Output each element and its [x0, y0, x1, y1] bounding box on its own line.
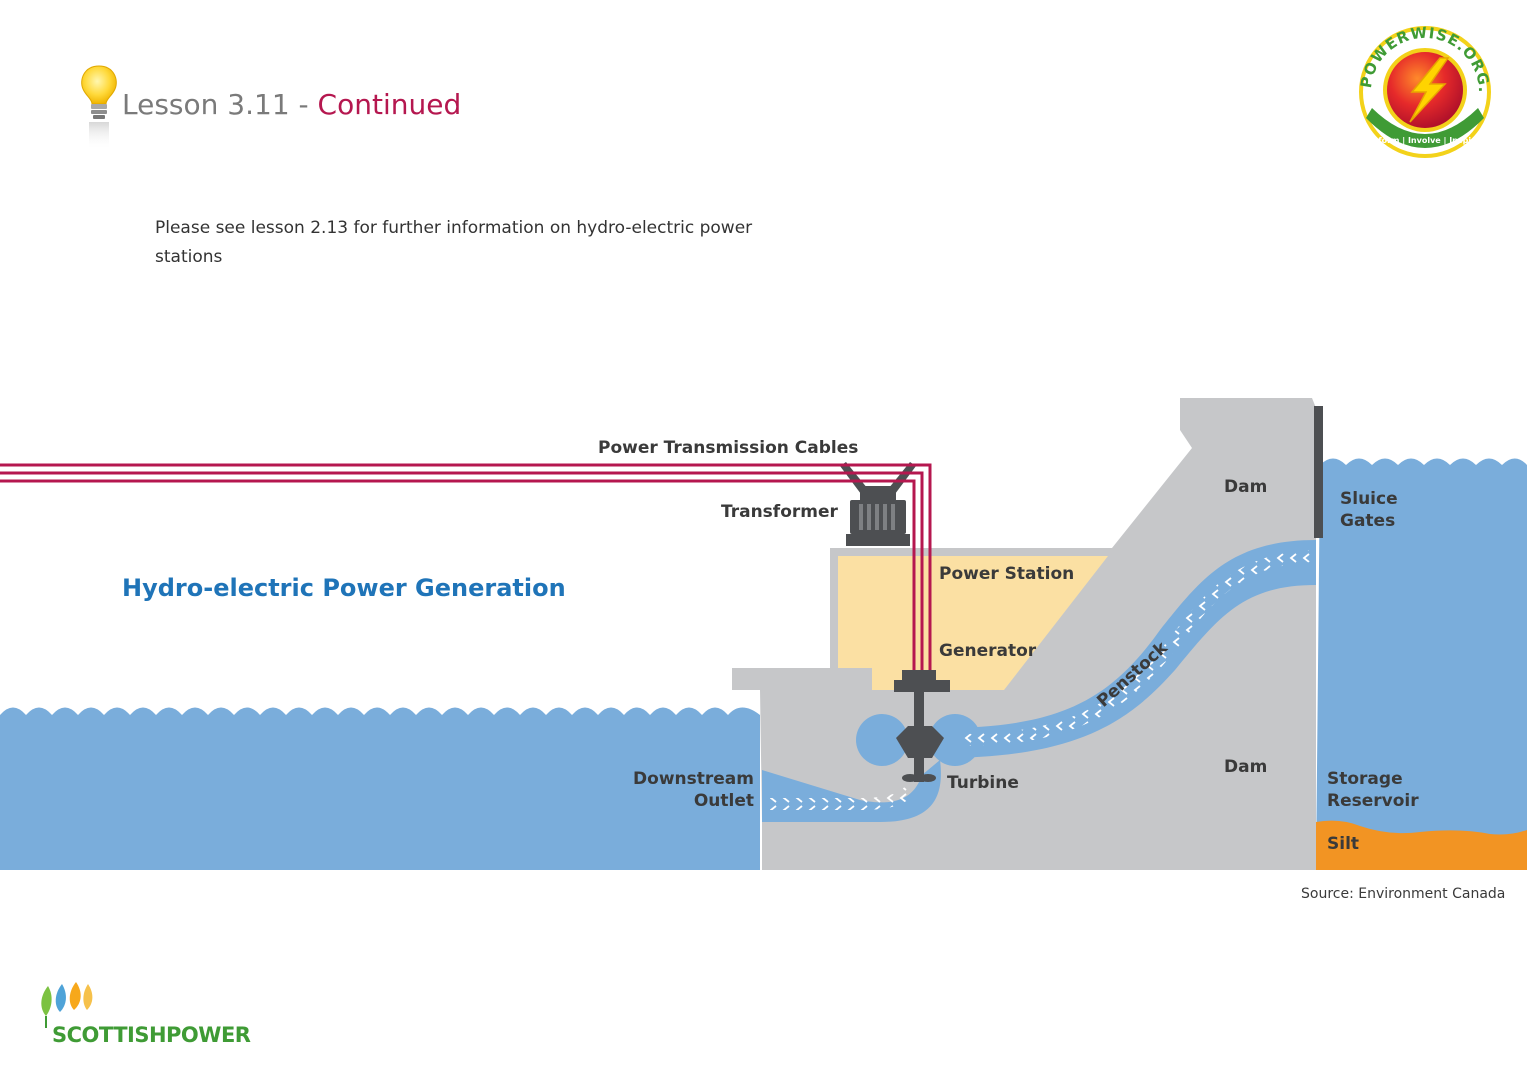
turbine-label: Turbine — [947, 773, 1019, 793]
power-cables-label: Power Transmission Cables — [598, 438, 859, 458]
power-station-label: Power Station — [939, 564, 1075, 584]
transformer-icon — [840, 462, 916, 546]
diagram-title: Hydro-electric Power Generation — [122, 574, 566, 602]
downstream-label-line1: Downstream — [633, 769, 754, 789]
sluice-gate — [1314, 406, 1323, 538]
page-title: Lesson 3.11 - Continued — [122, 88, 461, 121]
lightning-bolt-icon — [1409, 57, 1450, 123]
flame-leaves-icon — [41, 982, 93, 1028]
silt-layer — [1316, 820, 1527, 870]
storage-label-line1: Storage — [1327, 769, 1403, 789]
dam-label-top: Dam — [1224, 477, 1268, 497]
scottishpower-wordmark: SCOTTISHPOWER — [52, 1023, 251, 1047]
source-credit: Source: Environment Canada — [1301, 886, 1506, 902]
title-separator: - — [289, 88, 318, 121]
silt-label: Silt — [1327, 834, 1360, 854]
generator-label: Generator — [939, 641, 1037, 661]
power-station-block — [838, 556, 1108, 690]
sluice-label-line2: Gates — [1340, 511, 1396, 531]
transformer-label: Transformer — [721, 502, 838, 522]
lesson-number: Lesson 3.11 — [122, 88, 290, 121]
storage-label-line2: Reservoir — [1327, 791, 1419, 811]
sluice-label-line1: Sluice — [1340, 489, 1398, 509]
intro-text: Please see lesson 2.13 for further infor… — [155, 218, 753, 267]
downstream-water — [0, 707, 760, 870]
powerwise-tagline: Inform | Involve | Inspire — [1370, 136, 1482, 145]
storage-reservoir-water — [1316, 458, 1527, 870]
dam-label-bottom: Dam — [1224, 757, 1268, 777]
power-transmission-cables — [0, 463, 932, 670]
continued-label: Continued — [317, 88, 462, 121]
downstream-label-line2: Outlet — [693, 791, 754, 811]
generator-turbine-shaft — [894, 670, 950, 782]
